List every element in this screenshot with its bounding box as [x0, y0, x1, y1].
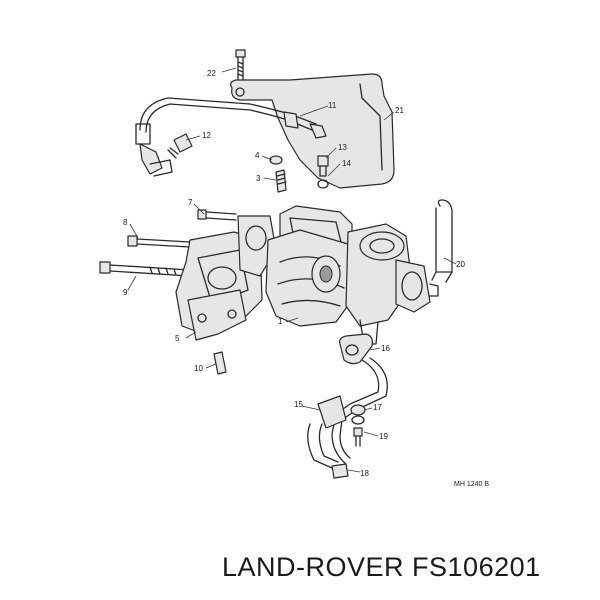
- hose-15: [307, 395, 347, 469]
- pipe-fitting-left: [135, 123, 173, 177]
- turbocharger-1: [265, 205, 439, 345]
- clamp-18: [331, 463, 349, 479]
- stud-10: [213, 351, 227, 375]
- union-12: [167, 133, 193, 159]
- callout-20: 20: [456, 260, 465, 269]
- stud-3: [275, 169, 287, 193]
- leader-lines: [127, 67, 457, 473]
- callout-17: 17: [373, 403, 382, 412]
- callout-3: 3: [256, 174, 261, 183]
- callout-13: 13: [338, 143, 347, 152]
- callout-1: 1: [278, 317, 283, 326]
- part-number-caption: LAND-ROVER FS106201: [222, 552, 541, 582]
- callout-22: 22: [207, 69, 216, 78]
- bolt-7: [197, 209, 237, 221]
- callout-16: 16: [381, 344, 390, 353]
- banjo-fitting-13: [317, 155, 329, 189]
- callout-5: 5: [175, 334, 180, 343]
- bracket-21: [230, 73, 395, 189]
- callout-19: 19: [379, 432, 388, 441]
- callout-15: 15: [294, 400, 303, 409]
- callout-10: 10: [194, 364, 203, 373]
- bolt-8: [127, 235, 191, 248]
- callout-21: 21: [395, 106, 404, 115]
- callout-11: 11: [328, 101, 337, 110]
- drawing-reference: MH 1240 B: [454, 481, 489, 488]
- banjo-bolt-17: [350, 404, 366, 425]
- callout-18: 18: [360, 469, 369, 478]
- callout-4: 4: [255, 151, 260, 160]
- callout-9: 9: [123, 288, 128, 297]
- washer-4: [269, 155, 283, 165]
- callout-8: 8: [123, 218, 128, 227]
- bolt-19: [353, 427, 363, 447]
- callout-12: 12: [202, 131, 211, 140]
- callout-7: 7: [188, 198, 193, 207]
- oil-feed-pipe-11: [139, 97, 327, 139]
- callout-14: 14: [342, 159, 351, 168]
- bolt-9: [99, 261, 191, 277]
- actuator-hose-20: [431, 199, 453, 283]
- bolt-22: [235, 49, 246, 81]
